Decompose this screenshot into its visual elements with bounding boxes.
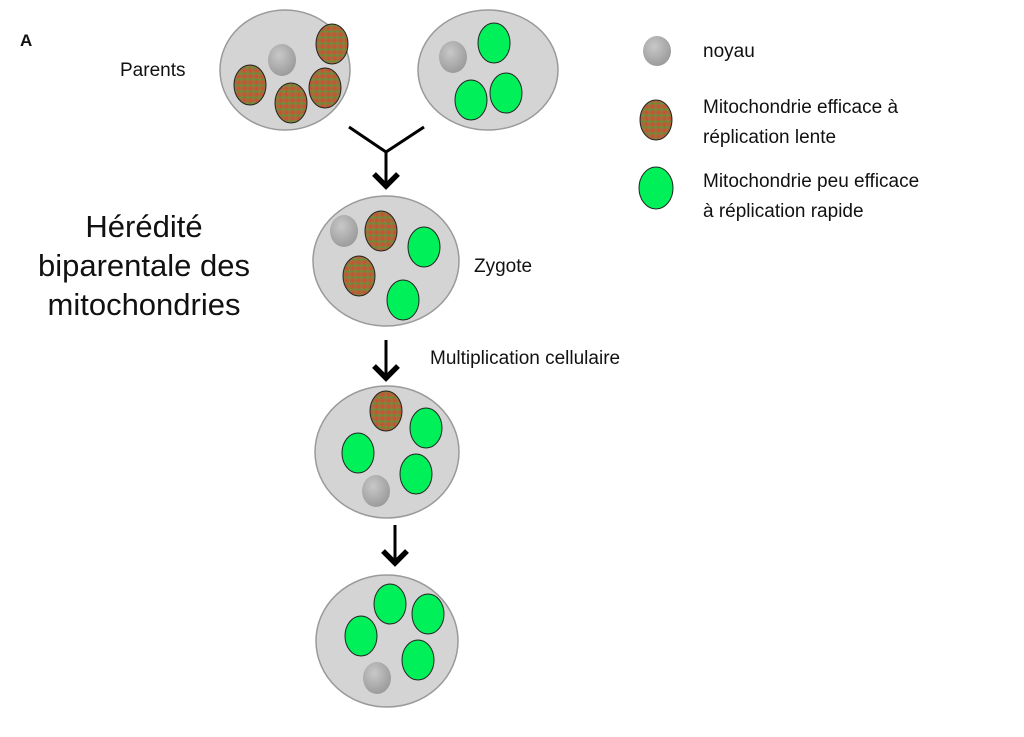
inefficient-mitochondrion <box>409 407 443 449</box>
nucleus <box>362 475 390 507</box>
inefficient-mitochondrion <box>386 279 420 321</box>
legend-inefficient-label-line1: Mitochondrie peu efficace <box>703 171 920 192</box>
inefficient-mitochondrion <box>407 226 441 268</box>
efficient-mitochondrion <box>342 255 376 297</box>
daughter-cell-2 <box>315 574 459 708</box>
diagram-title: Hérédité biparentale des mitochondries <box>24 207 264 324</box>
legend-efficient-mitochondrion-icon <box>639 99 673 141</box>
title-line-1: Hérédité <box>85 209 203 244</box>
daughter-cell-1 <box>314 385 460 519</box>
inefficient-mitochondrion <box>344 615 378 657</box>
nucleus <box>268 44 296 76</box>
zygote-label: Zygote <box>474 256 533 277</box>
zygote-cell <box>312 195 460 327</box>
legend-nucleus-icon <box>643 36 671 66</box>
cell-membrane <box>417 9 559 131</box>
parents-label: Parents <box>120 60 186 81</box>
inefficient-mitochondrion <box>373 583 407 625</box>
inefficient-mitochondrion <box>477 22 511 64</box>
multiplication-label: Multiplication cellulaire <box>430 348 621 369</box>
efficient-mitochondrion <box>274 82 308 124</box>
legend-symbols <box>638 36 674 210</box>
nucleus <box>439 41 467 73</box>
legend-efficient-label-line1: Mitochondrie efficace à <box>703 97 899 118</box>
parent-cell-1 <box>219 9 351 131</box>
inefficient-mitochondrion <box>489 72 523 114</box>
efficient-mitochondrion <box>308 67 342 109</box>
legend-efficient-label-line2: réplication lente <box>703 127 837 148</box>
legend-inefficient-mitochondrion-icon <box>638 166 674 210</box>
title-line-3: mitochondries <box>47 287 241 322</box>
efficient-mitochondrion <box>364 210 398 252</box>
nucleus <box>330 215 358 247</box>
title-line-2: biparentale des <box>38 248 250 283</box>
efficient-mitochondrion <box>315 23 349 65</box>
inefficient-mitochondrion <box>411 593 445 635</box>
inefficient-mitochondrion <box>341 432 375 474</box>
panel-label: A <box>20 31 33 50</box>
merge-arrow <box>348 125 425 190</box>
inefficient-mitochondrion <box>401 639 435 681</box>
inefficient-mitochondrion <box>454 79 488 121</box>
legend-nucleus-label: noyau <box>703 41 755 62</box>
parent-cell-2 <box>417 9 559 131</box>
efficient-mitochondrion <box>233 64 267 106</box>
inefficient-mitochondrion <box>399 453 433 495</box>
legend-inefficient-label-line2: à réplication rapide <box>703 201 864 222</box>
nucleus <box>363 662 391 694</box>
efficient-mitochondrion <box>369 390 403 432</box>
